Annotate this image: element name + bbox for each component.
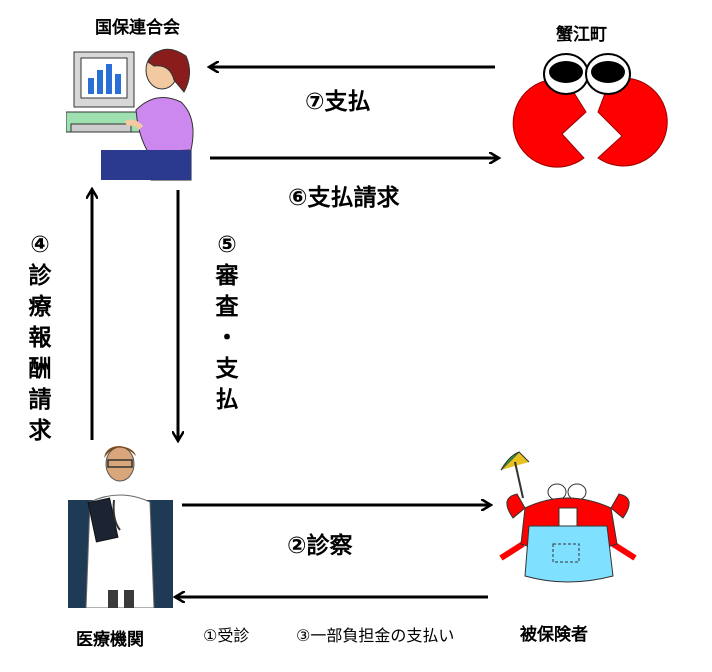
node-town-title: 蟹江町 (556, 25, 607, 45)
node-insured-title: 被保険者 (520, 625, 588, 645)
insured-crab-illustration (499, 451, 637, 583)
edge-label-payment: ⑦支払 (305, 89, 371, 115)
edge-label-review-payment: ⑤ 審 査 ・ 支 払 (212, 230, 242, 416)
fee-claim-char: ④ (30, 232, 50, 258)
fee-claim-char: 報 (28, 325, 52, 351)
fee-claim-char: 請 (28, 387, 52, 413)
review-payment-char: 払 (215, 387, 239, 413)
town-crab-illustration (512, 53, 668, 168)
edge-label-payment-request: ⑥支払請求 (288, 185, 400, 211)
review-payment-char: 査 (215, 294, 239, 320)
clinic-doctor-illustration (68, 446, 173, 608)
kokuho-computer-illustration (66, 48, 194, 181)
node-kokuho-title: 国保連合会 (95, 18, 180, 38)
fee-claim-char: 酬 (28, 356, 52, 382)
review-payment-char: ⑤ (217, 232, 237, 258)
edge-label-examination: ②診察 (287, 533, 353, 559)
fee-claim-char: 診 (28, 263, 52, 289)
review-payment-char: 支 (215, 356, 239, 382)
fee-claim-char: 療 (28, 294, 52, 320)
edge-label-fee-claim: ④ 診 療 報 酬 請 求 (25, 230, 55, 447)
review-payment-char: ・ (215, 325, 239, 351)
fee-claim-char: 求 (28, 418, 52, 444)
review-payment-char: 審 (215, 263, 239, 289)
note-visit: ①受診 (203, 626, 250, 645)
note-copay: ③一部負担金の支払い (296, 626, 455, 645)
node-clinic-title: 医療機関 (76, 630, 144, 650)
